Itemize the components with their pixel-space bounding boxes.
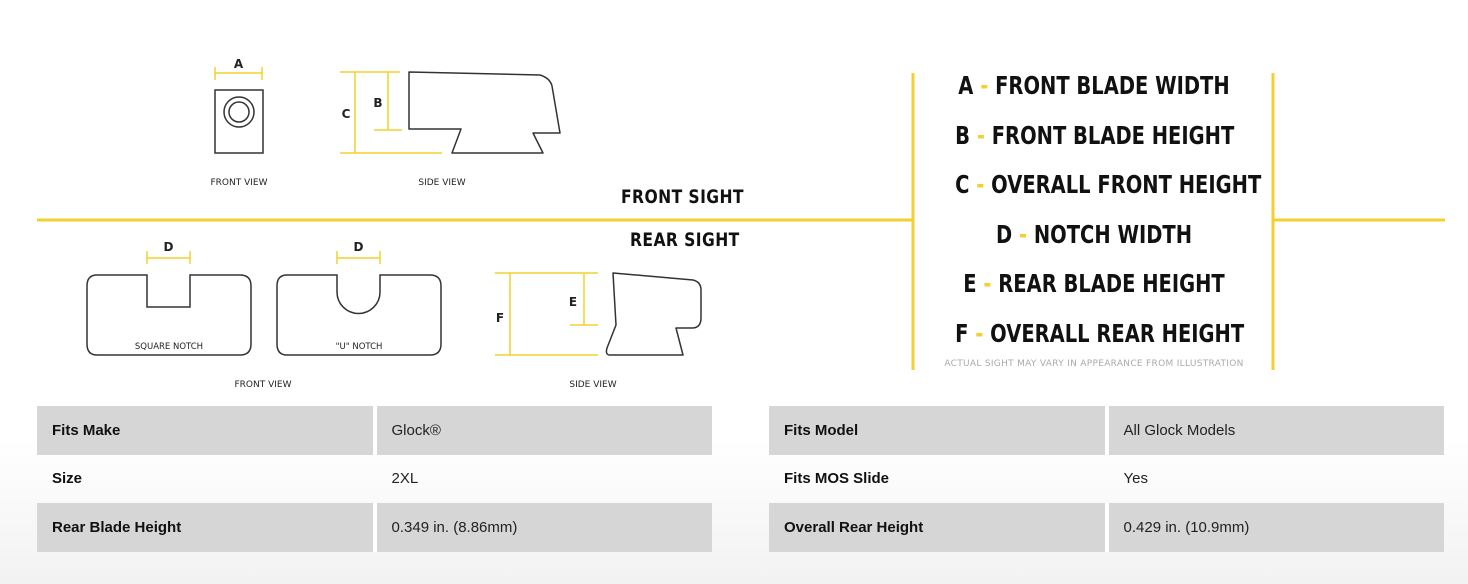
dim-label-d-square: D [164,240,174,254]
rear-sight-title: REAR SIGHT [630,229,740,251]
side-view-label-top: SIDE VIEW [418,178,465,188]
dim-label-a: A [234,57,244,71]
legend-item-c: C - OVERALL FRONT HEIGHT [955,170,1262,199]
legend-disclaimer: ACTUAL SIGHT MAY VARY IN APPEARANCE FROM… [944,359,1244,369]
spec-row: Overall Rear Height 0.429 in. (10.9mm) [769,503,1444,552]
spec-value: 2XL [391,470,419,488]
u-notch-label: "U" NOTCH [336,342,383,352]
front-view-label-top: FRONT VIEW [210,178,267,188]
front-sight-side-view: C B SIDE VIEW [340,71,561,188]
spec-row: Fits Model All Glock Models [769,406,1444,455]
spec-row: Rear Blade Height 0.349 in. (8.86mm) [37,503,712,552]
dim-label-b: B [373,96,382,110]
legend-item-a: A - FRONT BLADE WIDTH [958,71,1230,100]
dim-label-f: F [496,311,504,325]
spec-label: Fits Make [37,406,377,455]
spec-row: Fits MOS Slide Yes [769,455,1444,504]
dim-label-d-u: D [354,240,364,254]
rear-sight-u-notch: D "U" NOTCH FRONT VIEW [234,240,442,390]
legend-item-b: B - FRONT BLADE HEIGHT [955,120,1235,150]
spec-value: All Glock Models [1108,406,1444,455]
spec-table-right: Fits Model All Glock Models Fits MOS Sli… [769,406,1444,552]
spec-label: Fits MOS Slide [784,470,890,488]
spec-value: 0.349 in. (8.86mm) [376,503,712,552]
spec-value: Yes [1123,470,1148,488]
spec-label: Overall Rear Height [769,503,1109,552]
dimension-legend: A - FRONT BLADE WIDTH B - FRONT BLADE HE… [916,68,1272,369]
legend-item-f: F - OVERALL REAR HEIGHT [955,318,1245,348]
rear-sight-side-view: F E SIDE VIEW [495,272,702,390]
square-notch-label: SQUARE NOTCH [135,342,203,352]
spec-label: Size [52,470,83,488]
dim-label-c: C [342,107,351,121]
spec-table-left: Fits Make Glock® Size 2XL Rear Blade Hei… [37,406,712,552]
spec-row: Fits Make Glock® [37,406,712,455]
rear-sight-square-notch: D SQUARE NOTCH [86,240,252,356]
legend-item-d: D - NOTCH WIDTH [995,219,1193,249]
front-view-label-bottom: FRONT VIEW [234,380,291,390]
sight-dimension-diagram: A FRONT VIEW C B SIDE VIEW D SQUARE NOTC… [37,57,1445,390]
spec-row: Size 2XL [37,455,712,504]
spec-label: Rear Blade Height [37,503,377,552]
spec-label: Fits Model [769,406,1109,455]
spec-value: 0.429 in. (10.9mm) [1108,503,1444,552]
front-sight-title: FRONT SIGHT [621,186,744,208]
side-view-label-bottom: SIDE VIEW [569,380,616,390]
spec-value: Glock® [376,406,712,455]
legend-item-e: E - REAR BLADE HEIGHT [963,269,1225,298]
dim-label-e: E [569,295,577,309]
front-sight-front-view: A FRONT VIEW [210,57,267,188]
